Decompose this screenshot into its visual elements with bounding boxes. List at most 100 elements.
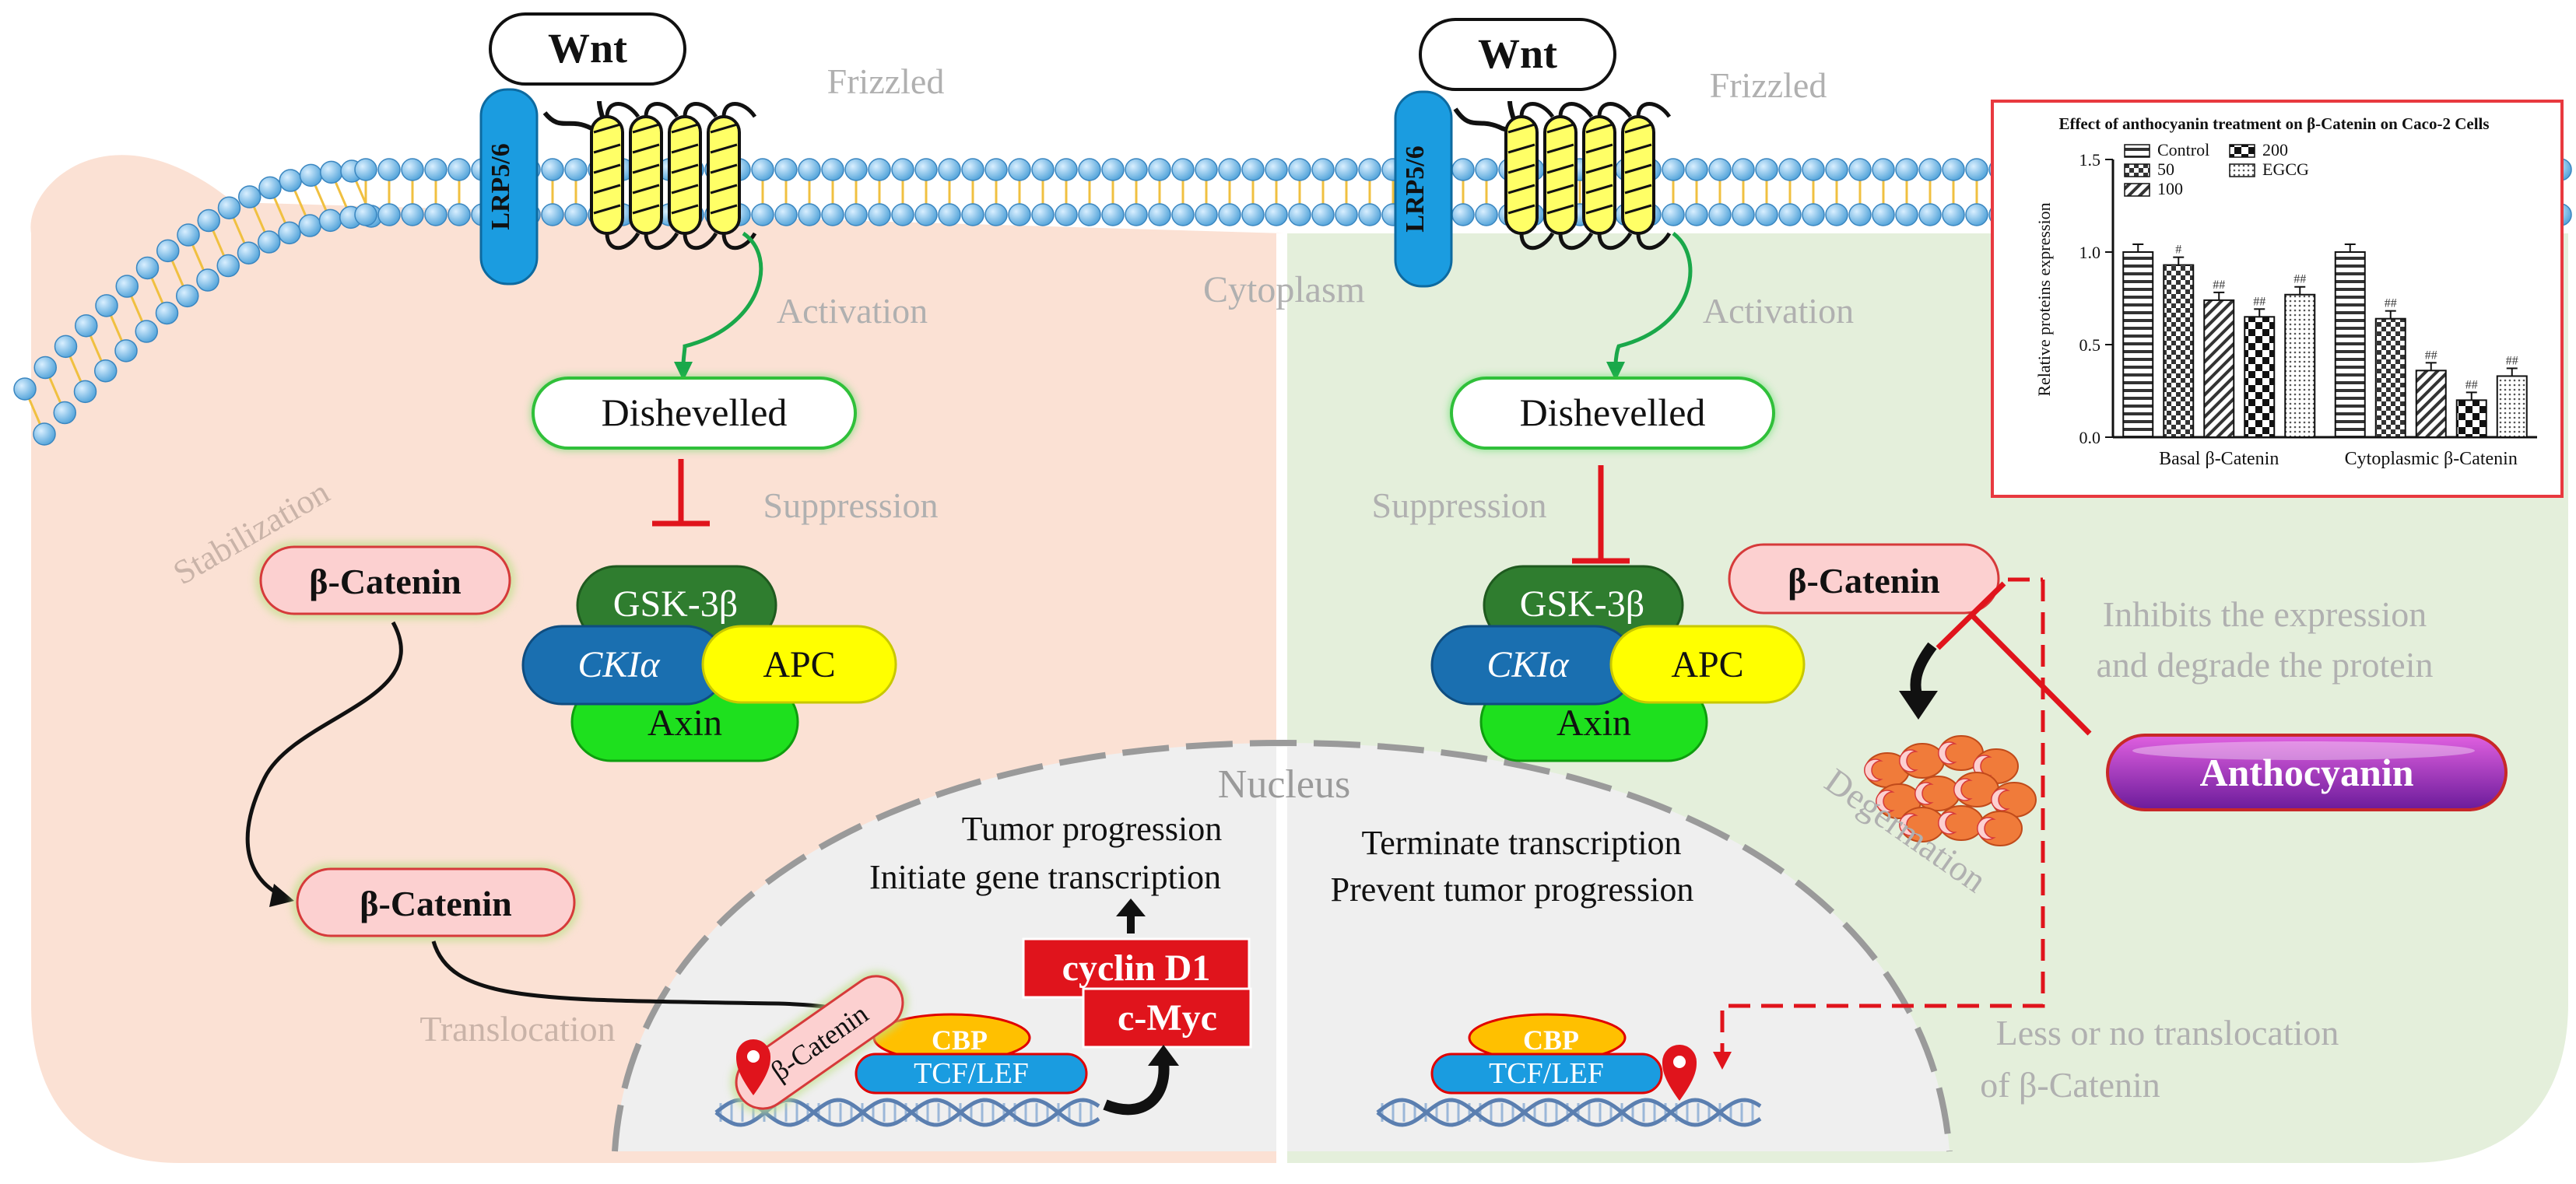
chart-sig-1-3: ## — [2465, 378, 2478, 391]
lrp-label-left: LRP5/6 — [486, 143, 515, 229]
chart-bar-1-0 — [2334, 251, 2366, 438]
chart-legend-swatch-3 — [2229, 144, 2255, 158]
location-pin-left — [736, 1039, 770, 1095]
chart-ytick-label-1: 0.5 — [2079, 335, 2101, 355]
anthocyanin-pill — [2106, 734, 2508, 811]
chart-ytick-label-3: 1.5 — [2079, 150, 2101, 170]
inhibition-line — [1971, 614, 2092, 736]
apc-label-left: APC — [763, 644, 835, 685]
chart-legend-label-3: 200 — [2262, 140, 2288, 159]
apc-label-right: APC — [1671, 644, 1743, 685]
chart-sig-0-2: ## — [2213, 278, 2225, 292]
dishevelled-label-left: Dishevelled — [602, 391, 788, 434]
gsk-label-right: GSK-3β — [1520, 583, 1644, 625]
inhibits-text-2: and degrade the protein — [2097, 645, 2434, 685]
suppression-label-left: Suppression — [763, 485, 939, 525]
chart-bar-0-0 — [2122, 251, 2154, 438]
chart-ytick-label-0: 0.0 — [2079, 428, 2101, 447]
chart-category-label-0: Basal β-Catenin — [2159, 449, 2279, 469]
inhibits-text-1: Inhibits the expression — [2103, 594, 2427, 634]
stabilization-arrow — [245, 621, 403, 897]
prevent-text: Prevent tumor progression — [1331, 870, 1694, 909]
beta-catenin-label-left-2: β-Catenin — [360, 884, 511, 923]
frizzled-label-left: Frizzled — [827, 61, 945, 101]
dna-left — [714, 1098, 1100, 1127]
curved-arrow — [1103, 1061, 1170, 1116]
nucleus-label: Nucleus — [1218, 762, 1350, 807]
cyclin-label: cyclin D1 — [1062, 948, 1211, 989]
activation-label-left: Activation — [777, 291, 928, 331]
tumor-progression-text: Tumor progression — [962, 810, 1223, 848]
terminate-text: Terminate transcription — [1361, 824, 1681, 862]
chart-bar-0-2 — [2203, 299, 2235, 438]
chart-bar-0-1 — [2163, 264, 2195, 438]
axin-label-left: Axin — [648, 702, 722, 744]
destruction-complex-right: GSK-3β Axin CKIα APC — [1430, 565, 1806, 762]
cmyc-label: c-Myc — [1118, 997, 1217, 1039]
beta-catenin-label-right: β-Catenin — [1788, 561, 1939, 601]
activation-arrow-left — [681, 231, 763, 366]
chart-legend-label-4: EGCG — [2262, 159, 2309, 179]
chart-legend-swatch-1 — [2124, 163, 2150, 177]
beta-catenin-bound: β-Catenin — [731, 971, 908, 1114]
chart-legend-swatch-0 — [2124, 144, 2150, 158]
up-arrow — [1116, 899, 1146, 916]
chart-legend-label-2: 100 — [2157, 179, 2183, 198]
wnt-label-right: Wnt — [1478, 30, 1557, 77]
nuclear-envelope — [612, 739, 1953, 1152]
tcf-left — [855, 1053, 1088, 1095]
dna-right — [1376, 1098, 1762, 1127]
gsk-label-left: GSK-3β — [613, 583, 738, 625]
activation-label-right: Activation — [1703, 291, 1854, 331]
chart-sig-0-3: ## — [2253, 295, 2265, 308]
receptor-right: LRP5/6 Wnt — [1394, 18, 1672, 288]
dishevelled-right — [1450, 377, 1775, 450]
degraded-fragments — [1864, 735, 2037, 846]
translocation-label: Translocation — [419, 1009, 615, 1049]
chart-bar-1-2 — [2415, 370, 2447, 439]
frizzled-label-right: Frizzled — [1710, 65, 1827, 105]
chart-legend-swatch-2 — [2124, 183, 2150, 197]
tcf-label-left: TCF/LEF — [914, 1057, 1029, 1090]
activation-arrow-right — [1613, 232, 1693, 366]
less-translocation-text-1: Less or no translocation — [1996, 1013, 2339, 1053]
chart-bar-1-4 — [2496, 375, 2528, 438]
cbp-label-left: CBP — [932, 1025, 988, 1056]
beta-catenin-left-1 — [259, 545, 511, 615]
location-pin-right — [1662, 1045, 1697, 1101]
chart-title: Effect of anthocyanin treatment on β-Cat… — [2058, 114, 2489, 133]
cell-membrane — [13, 158, 2572, 446]
chart-bar-1-1 — [2374, 317, 2406, 438]
less-translocation-text-2: of β-Catenin — [1980, 1065, 2160, 1105]
suppression-label-right: Suppression — [1372, 485, 1547, 525]
chart-sig-0-1: # — [2175, 243, 2181, 257]
chart-category-label-1: Cytoplasmic β-Catenin — [2345, 449, 2518, 469]
beta-catenin-right — [1728, 543, 2000, 615]
anthocyanin-label: Anthocyanin — [2199, 751, 2413, 794]
dishevelled-label-right: Dishevelled — [1520, 391, 1706, 434]
dishevelled-left — [532, 377, 857, 450]
chart-legend-label-1: 50 — [2157, 159, 2174, 179]
lrp-label-right: LRP5/6 — [1401, 145, 1430, 232]
wnt-label-left: Wnt — [548, 25, 627, 72]
receptor-left: LRP5/6 Wnt — [479, 12, 757, 285]
cytoplasm-label: Cytoplasm — [1203, 269, 1365, 310]
beta-catenin-label-left-1: β-Catenin — [309, 562, 461, 601]
initiate-transcription-text: Initiate gene transcription — [869, 858, 1221, 896]
axin-label-right: Axin — [1556, 702, 1631, 744]
tcf-label-right: TCF/LEF — [1489, 1057, 1604, 1090]
chart-legend-swatch-4 — [2229, 163, 2255, 177]
cbp-label-right: CBP — [1523, 1025, 1579, 1056]
dashed-translocation-path — [1720, 580, 2045, 1056]
chart-bar-1-3 — [2455, 399, 2487, 439]
chart-sig-1-1: ## — [2385, 297, 2397, 310]
tcf-right — [1430, 1053, 1663, 1095]
cki-label-left: CKIα — [577, 644, 660, 685]
chart-ylabel: Relative proteins expression — [2034, 202, 2054, 396]
chart-legend-label-0: Control — [2157, 140, 2209, 159]
chart-bar-0-3 — [2244, 316, 2276, 438]
chart-ytick-label-2: 1.0 — [2079, 243, 2101, 262]
beta-catenin-left-2 — [296, 867, 576, 937]
